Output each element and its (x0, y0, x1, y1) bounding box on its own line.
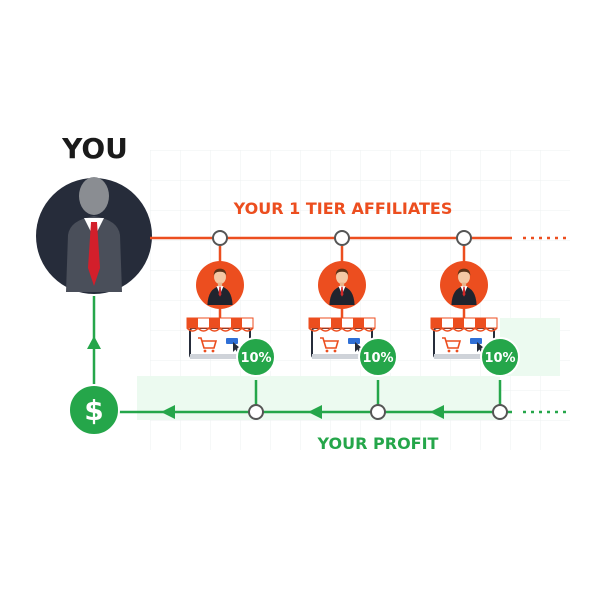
commission-value: 10% (484, 351, 515, 366)
affiliate-3: 10% (430, 230, 520, 420)
affiliate-2: 10% (308, 230, 398, 420)
you-heading: YOU (61, 132, 128, 165)
tier-affiliates-label: YOUR 1 TIER AFFILIATES (233, 199, 453, 218)
your-profit-label: YOUR PROFIT (317, 434, 439, 453)
affiliate-1: 10% (186, 230, 276, 420)
person-silhouette-icon (66, 177, 122, 292)
dollar-icon: $ (84, 394, 103, 427)
you-avatar (36, 177, 152, 294)
shopping-cart-icon (320, 337, 340, 353)
arrow-left-icon (308, 405, 322, 419)
commission-value: 10% (362, 351, 393, 366)
shopping-cart-icon (442, 337, 462, 353)
arrow-left-icon (430, 405, 444, 419)
storefront-icon (430, 317, 498, 359)
green-accent-area (137, 318, 560, 420)
dollar-badge: $ (68, 384, 120, 436)
storefront-icon (186, 317, 254, 359)
commission-badge (480, 337, 520, 377)
commission-badge (236, 337, 276, 377)
arrow-up-icon (87, 336, 101, 349)
commission-value: 10% (240, 351, 271, 366)
storefront-icon (308, 317, 376, 359)
arrow-left-icon (161, 405, 175, 419)
commission-badge (358, 337, 398, 377)
shopping-cart-icon (198, 337, 218, 353)
